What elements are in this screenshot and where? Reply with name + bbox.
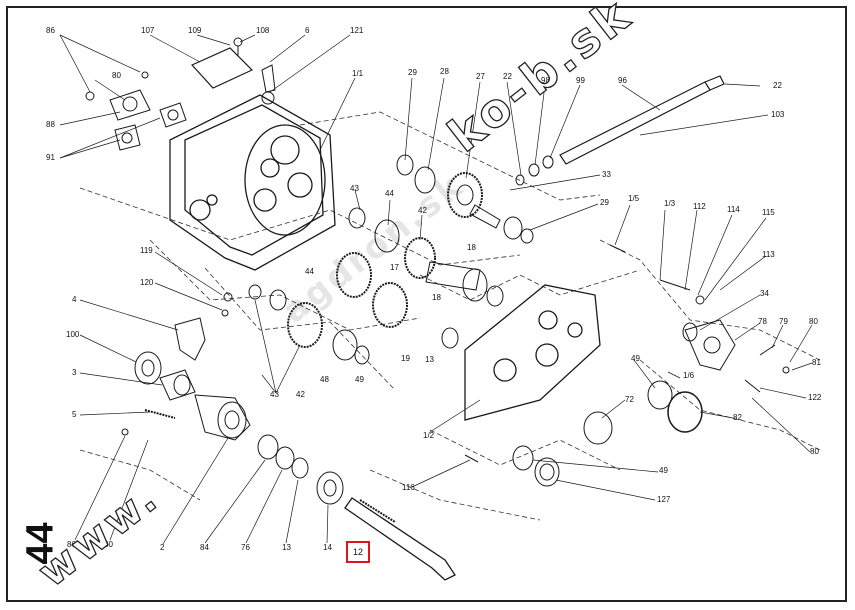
page-number: 44 [19,522,62,565]
label-27: 27 [476,72,485,81]
highlighted-part-label[interactable]: 12 [346,541,370,563]
label-127: 127 [657,495,671,504]
label-72: 72 [625,395,634,404]
label-80-low: 80 [810,447,819,456]
leader-lines [59,34,813,545]
right-side-parts [583,244,790,445]
label-4: 4 [72,295,77,304]
label-48: 48 [320,375,329,384]
output-shaft-12 [344,497,456,581]
label-34: 34 [760,289,769,298]
label-80-right: 80 [809,317,818,326]
label-103: 103 [771,110,785,119]
label-81: 81 [812,358,821,367]
label-76: 76 [241,543,250,552]
label-82: 82 [733,413,742,422]
label-98: 98 [541,76,550,85]
label-91: 91 [46,153,55,162]
label-80: 80 [112,71,121,80]
label-5: 5 [72,410,77,419]
label-114: 114 [727,205,740,214]
label-108: 108 [256,26,270,35]
label-79: 79 [779,317,788,326]
label-49: 49 [355,375,364,384]
shaft-96 [559,75,725,165]
label-29-right: 29 [600,198,609,207]
top-left-small-parts [85,37,276,151]
label-22: 22 [503,72,512,81]
label-86-bottom: 86 [67,540,76,549]
label-28: 28 [440,67,449,76]
label-1-3: 1/3 [664,199,676,208]
label-121: 121 [350,26,364,35]
label-96: 96 [618,76,627,85]
label-19: 19 [401,354,410,363]
label-86: 86 [46,26,55,35]
label-107: 107 [141,26,155,35]
assembly-dashed-lines [79,111,821,521]
label-78: 78 [758,317,767,326]
label-22-right: 22 [773,81,782,90]
label-13: 13 [425,355,434,364]
label-44: 44 [385,189,394,198]
label-116: 116 [402,483,415,492]
diagram-frame [6,6,847,602]
lower-middle-parts [464,445,560,487]
label-80-bottom: 80 [104,540,113,549]
label-120: 120 [140,278,154,287]
label-99: 99 [576,76,585,85]
label-122: 122 [808,393,822,402]
label-1-5: 1/5 [628,194,640,203]
label-18: 18 [467,243,476,252]
label-113: 113 [762,250,775,259]
label-49-right: 49 [631,354,640,363]
label-18-mid: 18 [432,293,441,302]
label-3: 3 [72,368,77,377]
label-14: 14 [323,543,332,552]
label-42: 42 [418,206,427,215]
cover-plate-107 [190,47,254,89]
label-13-bottom: 13 [282,543,291,552]
label-49-low: 49 [659,466,668,475]
label-1-6: 1/6 [683,371,695,380]
label-44-mid: 44 [305,267,314,276]
label-84: 84 [200,543,209,552]
label-29: 29 [408,68,417,77]
label-1-2: 1/2 [423,431,435,440]
label-43-low: 43 [270,390,279,399]
label-1-1: 1/1 [352,69,364,78]
label-100: 100 [66,330,80,339]
label-88: 88 [46,120,55,129]
gears-middle [221,207,504,365]
label-109: 109 [188,26,202,35]
gearbox-housing [169,94,336,271]
label-119: 119 [140,246,153,255]
label-115: 115 [762,208,775,217]
label-112: 112 [693,202,706,211]
rear-plate [464,284,601,421]
label-33: 33 [602,170,611,179]
label-2: 2 [160,543,165,552]
gears-upper-middle [396,154,554,244]
lower-left-parts [121,317,344,505]
label-43: 43 [350,184,359,193]
label-17: 17 [390,263,399,272]
label-6: 6 [305,26,310,35]
label-42-low: 42 [296,390,305,399]
